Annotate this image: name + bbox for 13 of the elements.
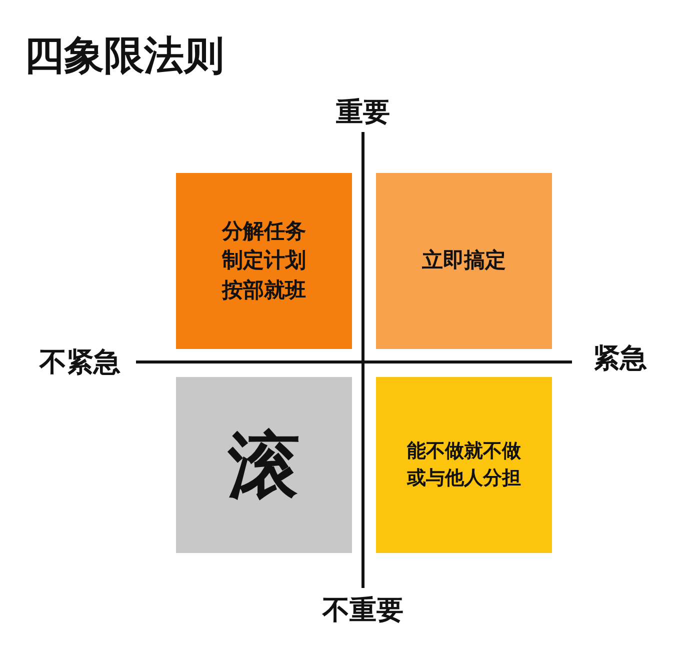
quadrant-box bbox=[376, 173, 552, 349]
box-text: 滚 bbox=[226, 422, 301, 509]
box-text: 分解任务制定计划按部就班 bbox=[220, 218, 307, 304]
box-text: 立即搞定 bbox=[421, 247, 507, 274]
title: 四象限法则 bbox=[24, 32, 224, 81]
axis-label: 重要 bbox=[336, 96, 390, 130]
box-text: 能不做就不做或与他人分担 bbox=[406, 439, 522, 491]
quadrant-box bbox=[176, 377, 352, 553]
axis-label: 不重要 bbox=[322, 594, 404, 628]
axis-label: 不紧急 bbox=[40, 346, 120, 380]
quadrant-box bbox=[376, 377, 552, 553]
axis-label: 紧急 bbox=[593, 342, 647, 376]
quadrant-box bbox=[176, 173, 352, 349]
